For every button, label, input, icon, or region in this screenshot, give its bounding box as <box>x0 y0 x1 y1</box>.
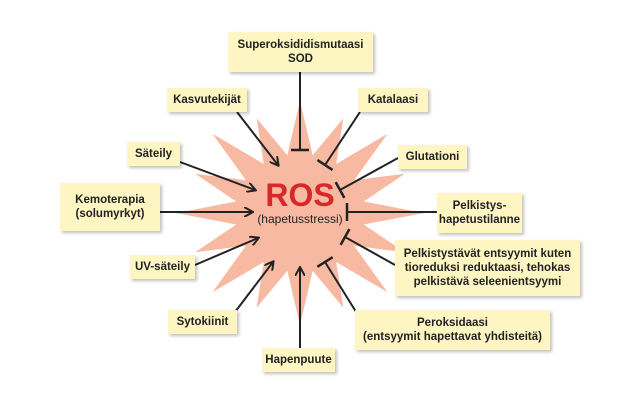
box-label-line: Katalaasi <box>367 94 419 106</box>
inhibit-bar-icon <box>316 158 334 172</box>
box-label-line: SOD <box>288 53 313 65</box>
ros-title: ROS <box>265 177 335 213</box>
inducers-box: Säteily <box>127 142 180 166</box>
box-label-line: tioreduksi reduktaasi, tehokas <box>404 262 571 274</box>
box-label-line: pelkistävä seleenientsyymi <box>413 276 562 288</box>
box-label-line: Hapenpuute <box>265 354 332 366</box>
inhibits-line <box>324 111 361 166</box>
box-label-line: Kasvutekijät <box>173 94 241 106</box>
box-label-line: UV-säteily <box>135 261 190 273</box>
inhibitors-box: Glutationi <box>398 145 467 169</box>
box-label-line: (solumyrkyt) <box>75 208 145 220</box>
box-label-line: Pelkistys- <box>452 200 507 212</box>
box-label-line: Glutationi <box>405 151 460 163</box>
ros-center: ROS (hapetusstressi) <box>250 178 350 226</box>
box-label-line: Kemoterapia <box>75 194 145 206</box>
induces-arrow <box>236 111 278 165</box>
inducers-box: Kasvutekijät <box>167 88 247 112</box>
box-label-line: Säteily <box>134 148 173 160</box>
induces-arrow <box>234 262 273 313</box>
inhibits-line <box>324 261 359 316</box>
inducers-box: Sytokiinit <box>168 310 237 334</box>
box-label-line: Peroksidaasi <box>417 317 488 329</box>
induces-arrow <box>194 238 258 266</box>
inhibitors-box: Peroksidaasi (entsyymit hapettavat yhdist… <box>355 310 550 350</box>
inducers-box: UV-säteily <box>130 255 195 279</box>
inhibit-bar-icon <box>339 228 351 246</box>
inhibitors-box: Katalaasi <box>358 88 428 112</box>
ros-subtitle: (hapetusstressi) <box>257 212 343 226</box>
ros-star-burst <box>176 100 424 326</box>
inhibit-bar-icon <box>334 181 346 199</box>
inducers-box: Hapenpuute <box>262 348 335 372</box>
induces-arrow <box>179 161 255 190</box>
box-label-line: Sytokiinit <box>176 316 229 328</box>
inducers-box: Kemoterapia (solumyrkyt) <box>60 183 160 231</box>
box-label-line: Superoksididismutaasi <box>237 39 364 51</box>
box-label-line: (entsyymit hapettavat yhdisteitä) <box>363 331 542 343</box>
inhibitors-box: Pelkistys-hapetustilanne <box>437 193 522 233</box>
inhibitors-box: Pelkistystävät entsyymit kuten tioreduksi… <box>395 240 580 296</box>
inhibits-line <box>339 157 399 191</box>
inhibit-bar-icon <box>316 256 334 268</box>
inhibits-line <box>344 236 396 266</box>
box-label-line: Pelkistystävät entsyymit kuten <box>403 248 572 260</box>
box-label-line: hapetustilanne <box>438 214 521 226</box>
